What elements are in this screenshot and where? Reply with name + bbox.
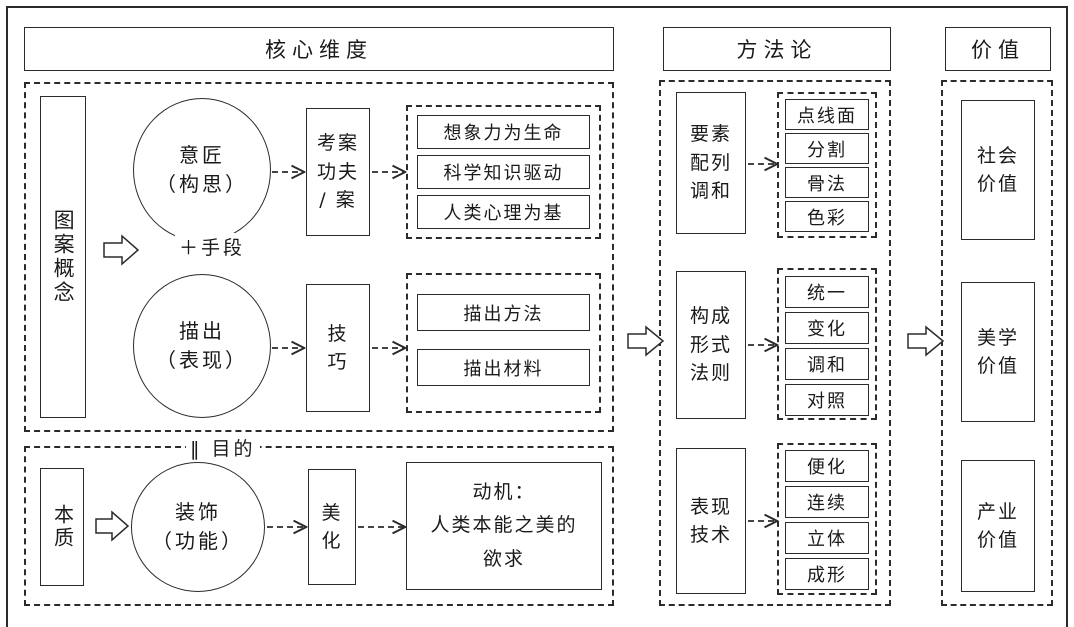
method-block-3-title: 表现 技术 xyxy=(676,448,746,594)
core-output-method: 描出方法 xyxy=(417,294,590,331)
method-item-solid-label: 立体 xyxy=(807,529,847,550)
core-stage-beautify-line2: 化 xyxy=(321,530,343,552)
core-stage-technique-line1: 技 xyxy=(327,322,349,345)
header-methodology: 方法论 xyxy=(663,27,891,71)
method-item-contrast: 对照 xyxy=(785,384,869,416)
method-item-simplification-label: 便化 xyxy=(807,457,847,478)
core-bottom-group xyxy=(24,446,614,606)
value-item-social: 社会 价值 xyxy=(961,100,1035,240)
core-connector-purpose-label: ‖ 目的 xyxy=(186,434,260,461)
method-block-2-title: 构成 形式 法则 xyxy=(676,271,746,419)
method-item-variation-label: 变化 xyxy=(807,319,847,340)
method-block-1-title: 要素 配列 调和 xyxy=(676,92,746,234)
core-output-psychology: 人类心理为基 xyxy=(417,195,590,229)
method-item-harmony: 调和 xyxy=(785,348,869,380)
header-value-label: 价值 xyxy=(971,38,1025,62)
core-output-material: 描出材料 xyxy=(417,349,590,386)
value-item-aesthetic: 美学 价值 xyxy=(961,282,1035,422)
method-item-division-label: 分割 xyxy=(807,139,847,161)
core-essence-box: 本质 xyxy=(40,468,84,586)
core-circle-design-line2: （构思） xyxy=(156,172,248,196)
core-output-method-label: 描出方法 xyxy=(463,303,544,325)
core-circle-decoration-line2: （功能） xyxy=(152,529,244,553)
value-item-industrial: 产业 价值 xyxy=(961,460,1035,592)
core-motive-line1: 动机： xyxy=(472,481,536,504)
method-block-3-title-line2: 技术 xyxy=(689,524,732,546)
core-motive-line3: 欲求 xyxy=(482,547,525,570)
core-circle-depiction-line1: 描出 xyxy=(179,319,225,343)
header-core-label: 核心维度 xyxy=(265,38,373,62)
value-item-aesthetic-line2: 价值 xyxy=(976,355,1019,377)
method-block-2-title-line1: 构成 xyxy=(689,305,732,328)
method-block-2-title-line2: 形式 xyxy=(689,333,732,356)
core-stage-conception-line3: / 案 xyxy=(319,189,357,212)
core-circle-decoration-line1: 装饰 xyxy=(175,500,221,524)
core-circle-design-line1: 意匠 xyxy=(179,143,225,167)
method-item-forming: 成形 xyxy=(785,558,869,590)
method-item-color: 色彩 xyxy=(785,201,869,232)
core-top-group xyxy=(24,82,614,432)
core-stage-beautify-line1: 美 xyxy=(321,501,343,524)
method-item-forming-label: 成形 xyxy=(807,565,847,586)
core-stage-technique: 技 巧 xyxy=(306,284,370,412)
core-output-material-label: 描出材料 xyxy=(463,358,544,380)
core-output-science: 科学知识驱动 xyxy=(417,155,590,189)
core-output-science-label: 科学知识驱动 xyxy=(443,163,564,184)
core-motive-line2: 人类本能之美的 xyxy=(430,514,578,537)
method-block-1-title-line3: 调和 xyxy=(689,180,732,203)
core-stage-beautify: 美 化 xyxy=(308,469,356,585)
method-item-unity-label: 统一 xyxy=(807,283,847,304)
core-output-psychology-label: 人类心理为基 xyxy=(443,203,564,224)
header-value: 价值 xyxy=(945,27,1051,71)
core-stage-conception-line2: 功夫 xyxy=(316,160,359,183)
core-source-concept-label: 图案概念 xyxy=(51,209,76,305)
method-item-point-line-plane: 点线面 xyxy=(785,99,869,130)
core-stage-conception-line1: 考案 xyxy=(316,132,359,155)
method-item-point-line-plane-label: 点线面 xyxy=(797,105,857,127)
method-item-harmony-label: 调和 xyxy=(807,355,847,376)
method-block-3-title-line1: 表现 xyxy=(689,495,732,518)
core-circle-design: 意匠 （构思） xyxy=(133,98,271,242)
core-output-imagination-label: 想象力为生命 xyxy=(443,123,564,144)
value-item-social-line2: 价值 xyxy=(976,173,1019,195)
core-stage-technique-line2: 巧 xyxy=(327,351,349,373)
core-output-group-conception xyxy=(406,105,601,239)
method-block-2-title-line3: 法则 xyxy=(689,362,732,385)
value-item-industrial-line2: 价值 xyxy=(976,529,1019,551)
method-block-1-title-line1: 要素 xyxy=(689,123,732,146)
method-item-contrast-label: 对照 xyxy=(807,391,847,412)
method-item-continuity: 连续 xyxy=(785,486,869,518)
method-item-variation: 变化 xyxy=(785,312,869,344)
core-circle-depiction-line2: （表现） xyxy=(156,348,248,372)
value-item-aesthetic-line1: 美学 xyxy=(976,326,1019,349)
core-output-group-technique xyxy=(406,273,601,413)
core-motive-box: 动机： 人类本能之美的 欲求 xyxy=(406,462,602,590)
value-item-social-line1: 社会 xyxy=(976,144,1019,167)
core-circle-decoration: 装饰 （功能） xyxy=(131,462,265,592)
method-item-bone-method: 骨法 xyxy=(785,167,869,198)
method-item-solid: 立体 xyxy=(785,522,869,554)
header-core-dimension: 核心维度 xyxy=(24,27,614,71)
outer-frame xyxy=(6,6,1068,627)
method-item-simplification: 便化 xyxy=(785,450,869,482)
core-stage-conception: 考案 功夫 / 案 xyxy=(306,108,370,236)
method-item-unity: 统一 xyxy=(785,276,869,308)
method-block-1-title-line2: 配列 xyxy=(689,151,732,174)
method-item-bone-method-label: 骨法 xyxy=(807,173,847,195)
core-circle-depiction: 描出 （表现） xyxy=(133,274,271,418)
core-connector-means-label: ＋手段 xyxy=(175,233,250,260)
core-output-imagination: 想象力为生命 xyxy=(417,115,590,149)
header-methodology-label: 方法论 xyxy=(736,38,818,62)
method-item-continuity-label: 连续 xyxy=(807,493,847,514)
method-item-division: 分割 xyxy=(785,133,869,164)
core-source-concept: 图案概念 xyxy=(40,96,86,418)
core-essence-label: 本质 xyxy=(50,504,75,550)
method-item-color-label: 色彩 xyxy=(807,207,847,229)
value-item-industrial-line1: 产业 xyxy=(976,500,1019,523)
